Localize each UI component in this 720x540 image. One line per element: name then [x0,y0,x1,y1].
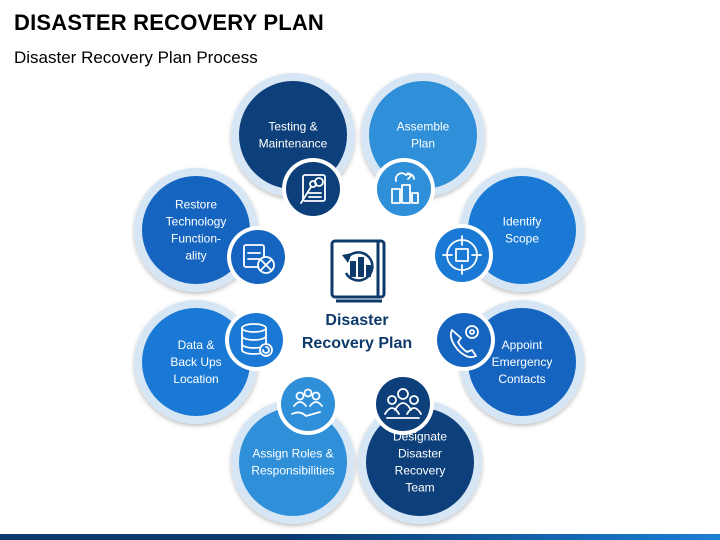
step-label-line: Scope [505,232,539,246]
database-backup-icon [225,309,287,371]
step-label-line: Function- [171,232,221,246]
step-label-line: Plan [411,137,435,151]
step-label-line: Maintenance [259,137,328,151]
step-6: Assign Roles & Responsibilities [231,373,355,524]
step-circle [468,176,576,284]
step-label-line: Identify [503,215,542,229]
disaster-recovery-book-icon [330,239,386,303]
step-label-line: Back Ups [170,355,221,369]
center-title-line-1: Disaster [325,312,388,329]
step-label-line: Recovery [395,464,446,478]
bottom-accent-bar [0,534,720,540]
restore-technology-icon [227,226,289,288]
step-label-line: Responsibilities [251,464,334,478]
identify-scope-icon [431,224,493,286]
step-label-line: Assemble [397,120,450,134]
page-subtitle: Disaster Recovery Plan Process [14,48,258,67]
emergency-contact-icon [433,309,495,371]
step-label-line: Location [173,372,218,386]
step-label-line: Restore [175,198,217,212]
step-label-line: Team [405,481,434,495]
step-label-line: Emergency [492,355,553,369]
step-label-line: Technology [166,215,227,229]
step-label-line: Contacts [498,372,545,386]
step-label-line: Appoint [502,338,543,352]
step-circle [142,176,250,284]
step-label-line: ality [185,249,206,263]
testing-tools-icon [282,158,344,220]
step-circle [468,308,576,416]
assemble-plan-icon [373,158,435,220]
step-label-line: Assign Roles & [252,447,333,461]
center-title-line-2: Recovery Plan [302,335,412,352]
recovery-team-icon [372,373,434,435]
step-label-line: Disaster [398,447,442,461]
step-label-line: Data & [178,338,215,352]
step-circle [142,308,250,416]
step-circle [366,408,474,516]
step-circle [239,408,347,516]
step-label-line: Testing & [268,120,317,134]
step-1: Testing & Maintenance [231,73,355,220]
roles-responsibilities-icon [277,373,339,435]
page-title: DISASTER RECOVERY PLAN [14,10,325,35]
